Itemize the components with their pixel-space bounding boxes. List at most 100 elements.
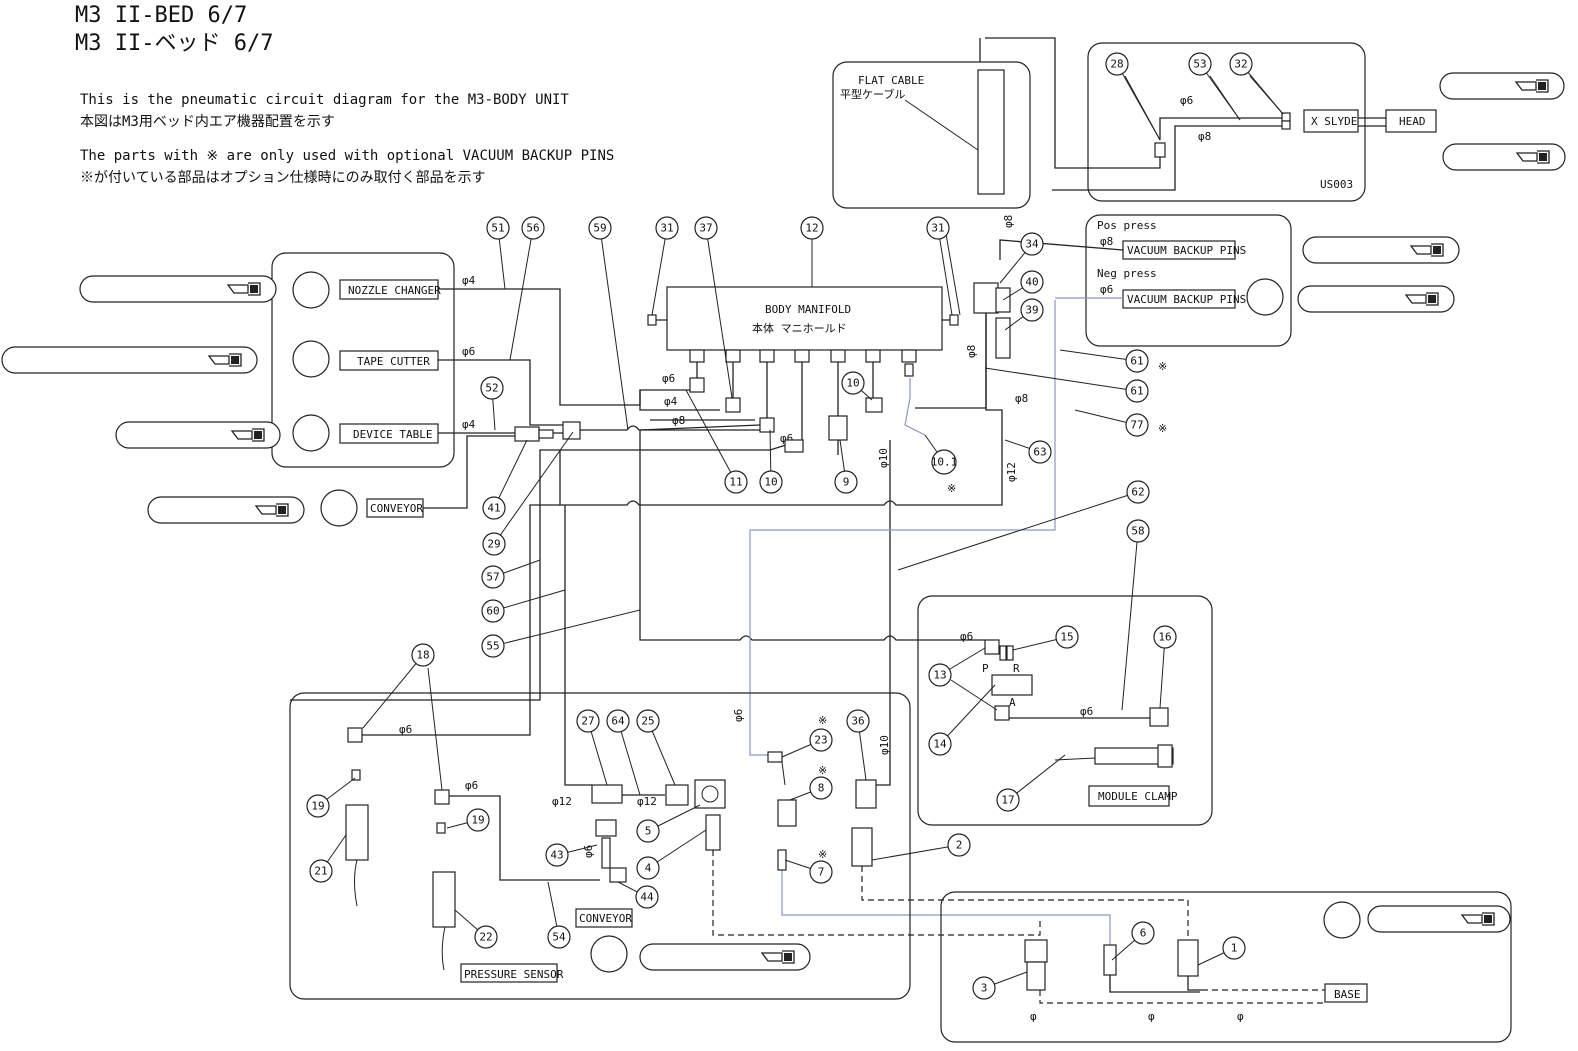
left-actuator-group: NOZZLE CHANGER TAPE CUTTER DEVICE TABLE …	[271, 252, 455, 527]
part-number: 62	[1131, 486, 1144, 499]
part-balloon-32: 32	[1229, 52, 1253, 76]
part-balloon-37: 37	[694, 216, 718, 240]
part-balloon-17: 17	[996, 788, 1020, 812]
leader-line	[950, 679, 998, 711]
manifold-port	[689, 349, 705, 363]
svg-text:φ6: φ6	[465, 779, 478, 792]
part-number: 31	[931, 222, 944, 235]
conveyor-hand-bottom	[639, 943, 811, 971]
svg-text:A: A	[1009, 696, 1016, 709]
leader-line	[1059, 349, 1138, 362]
part-number: 77	[1130, 419, 1143, 432]
leader-line	[617, 720, 641, 796]
svg-text:φ8: φ8	[672, 414, 685, 427]
part-balloon-5: 5	[636, 819, 660, 843]
leader-line	[1121, 530, 1139, 711]
svg-text:φ6: φ6	[1080, 705, 1093, 718]
part-balloon-10: 10	[759, 470, 783, 494]
part-number: 37	[699, 222, 712, 235]
leader-line	[509, 227, 534, 361]
part-balloon-3: 3	[972, 976, 996, 1000]
note-jp-2: ※が付いている部品はオプション仕様時にのみ取付く部品を示す	[80, 170, 486, 186]
part-balloon-21: 21	[309, 859, 333, 883]
pointing-hand-icon	[1514, 79, 1549, 93]
part-number: 28	[1110, 58, 1123, 71]
part-balloon-57: 57	[481, 565, 505, 589]
part-balloon-62: 62	[1126, 480, 1150, 504]
nozzle-changer-label: NOZZLE CHANGER	[348, 284, 441, 297]
leader-line	[599, 227, 629, 431]
part-number: 31	[660, 222, 673, 235]
part-balloon-61: 61	[1125, 379, 1149, 403]
svg-text:※: ※	[818, 764, 827, 777]
pointing-hand-icon	[254, 503, 289, 517]
leader-line	[1007, 754, 1066, 801]
part-number: 22	[479, 931, 492, 944]
part-number: 10.1	[931, 456, 958, 469]
part-number: 61	[1130, 385, 1143, 398]
leader-line	[492, 609, 641, 647]
vacuum-backup-pins-pos: VACUUM BACKUP PINS	[1127, 244, 1246, 257]
part-number: 56	[526, 222, 539, 235]
part-balloon-56: 56	[521, 216, 545, 240]
leader-line	[492, 589, 566, 612]
pointing-hand-icon	[1409, 243, 1444, 257]
conveyor-hand-top	[147, 496, 305, 524]
leader-line	[493, 439, 528, 509]
svg-text:φ: φ	[1030, 1010, 1037, 1023]
part-number: 36	[851, 715, 864, 728]
svg-text:φ8: φ8	[1100, 235, 1113, 248]
svg-text:※: ※	[818, 714, 827, 727]
part-balloon-27: 27	[576, 709, 600, 733]
part-balloon-1: 1	[1222, 936, 1246, 960]
svg-text:φ12: φ12	[1005, 462, 1018, 482]
part-number: 11	[729, 476, 742, 489]
part-number: 58	[1131, 525, 1144, 538]
part-number: 18	[416, 649, 429, 662]
part-number: 55	[486, 640, 499, 653]
conveyor-label-bottom: CONVEYOR	[579, 912, 632, 925]
module-clamp-group: P R A φ6 φ6 MODULE CLAMP	[917, 595, 1213, 826]
part-balloon-25: 25	[636, 709, 660, 733]
base-group: BASE φ φ φ	[940, 891, 1512, 1043]
leader-line	[651, 227, 668, 316]
manifold-port	[830, 349, 846, 363]
part-balloon-53: 53	[1188, 52, 1212, 76]
head-group: X SLYDE HEAD US003 φ6 φ8	[979, 37, 1437, 202]
leader-line	[1116, 63, 1161, 141]
pointing-hand-icon	[230, 428, 265, 442]
part-balloon-22: 22	[474, 925, 498, 949]
pointing-hand-icon	[760, 950, 795, 964]
base-label: BASE	[1334, 988, 1361, 1001]
flat-cable-label: FLAT CABLE	[858, 74, 924, 87]
svg-text:φ4: φ4	[664, 395, 678, 408]
note-en-1: This is the pneumatic circuit diagram fo…	[80, 92, 569, 108]
part-balloon-51: 51	[486, 216, 510, 240]
title-line1: M3 II-BED 6/7	[75, 3, 247, 28]
svg-text:φ12: φ12	[637, 795, 657, 808]
part-balloon-31: 31	[655, 216, 679, 240]
manifold-port	[865, 349, 881, 363]
part-balloon-8: 8	[809, 776, 833, 800]
part-number: 59	[593, 222, 606, 235]
pointing-hand-icon	[207, 353, 242, 367]
part-balloon-14: 14	[928, 732, 952, 756]
leader-line	[944, 227, 961, 316]
part-number: 40	[1025, 276, 1038, 289]
part-number: 34	[1025, 238, 1039, 251]
svg-text:※: ※	[1158, 360, 1167, 373]
leader-line	[1159, 636, 1166, 709]
part-balloon-16: 16	[1153, 625, 1177, 649]
part-balloon-36: 36	[846, 709, 870, 733]
part-balloon-59: 59	[588, 216, 612, 240]
svg-text:※: ※	[947, 482, 956, 495]
svg-text:本体 マニホールド: 本体 マニホールド	[752, 321, 847, 335]
leader-line	[897, 491, 1139, 571]
leader-line	[939, 684, 996, 745]
part-number: 7	[818, 866, 825, 879]
part-number: 8	[818, 782, 825, 795]
module-clamp-label: MODULE CLAMP	[1098, 790, 1178, 803]
vacuum-backup-group: Pos press φ8 VACUUM BACKUP PINS Neg pres…	[999, 214, 1292, 347]
manifold-port	[901, 349, 917, 363]
leader-line	[427, 667, 443, 791]
